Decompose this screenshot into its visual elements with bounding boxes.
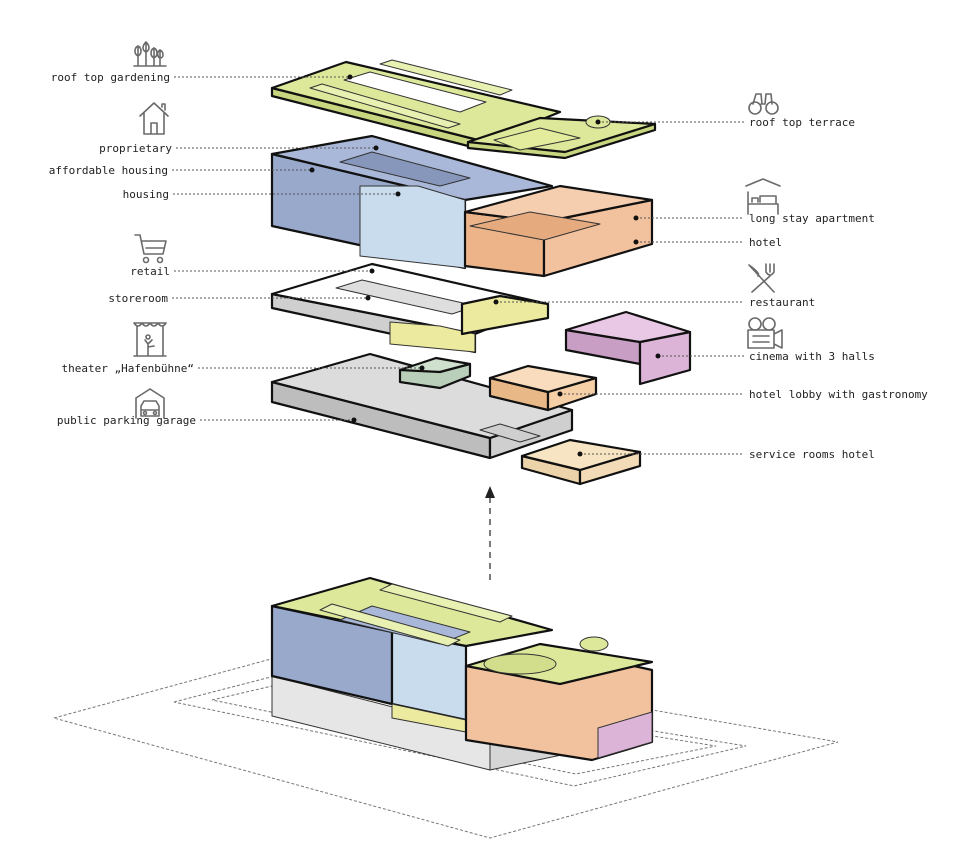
theater-block <box>398 356 472 390</box>
roof-garden-layer <box>270 59 562 150</box>
housing-block <box>270 134 554 270</box>
label-service-rooms-hotel: service rooms hotel <box>749 448 875 461</box>
label-cinema: cinema with 3 halls <box>749 350 875 363</box>
car-icon <box>135 388 165 419</box>
film-camera-icon <box>747 317 783 349</box>
label-theater: theater „Hafenbühne“ <box>62 362 194 375</box>
parking-layer <box>270 352 574 460</box>
cutlery-icon <box>748 263 775 293</box>
label-proprietary: proprietary <box>99 142 172 155</box>
label-hotel-lobby: hotel lobby with gastronomy <box>749 388 928 401</box>
label-roof-top-gardening: roof top gardening <box>51 71 170 84</box>
assembled-building <box>270 576 654 771</box>
label-affordable-housing: affordable housing <box>49 164 168 177</box>
label-restaurant: restaurant <box>749 296 815 309</box>
label-storeroom: storeroom <box>108 292 168 305</box>
hotel-block <box>463 184 654 278</box>
label-long-stay-apartment: long stay apartment <box>749 212 875 225</box>
label-public-parking-garage: public parking garage <box>57 414 196 427</box>
cart-icon <box>134 234 167 264</box>
cinema-block <box>564 310 692 386</box>
plant-icon <box>133 41 167 67</box>
leader-lines <box>172 74 744 457</box>
label-housing: housing <box>123 188 169 201</box>
site-plan <box>52 649 839 839</box>
label-roof-top-terrace: roof top terrace <box>749 116 855 129</box>
binoculars-icon <box>748 93 779 115</box>
label-hotel: hotel <box>749 236 782 249</box>
theater-icon <box>133 322 167 357</box>
service-rooms-block <box>520 438 642 486</box>
retail-layer <box>270 262 550 354</box>
bed-icon <box>745 178 781 215</box>
label-retail: retail <box>130 265 170 278</box>
assembly-arrow <box>485 486 495 580</box>
house-icon <box>139 102 169 135</box>
roof-terrace-layer <box>466 115 657 160</box>
